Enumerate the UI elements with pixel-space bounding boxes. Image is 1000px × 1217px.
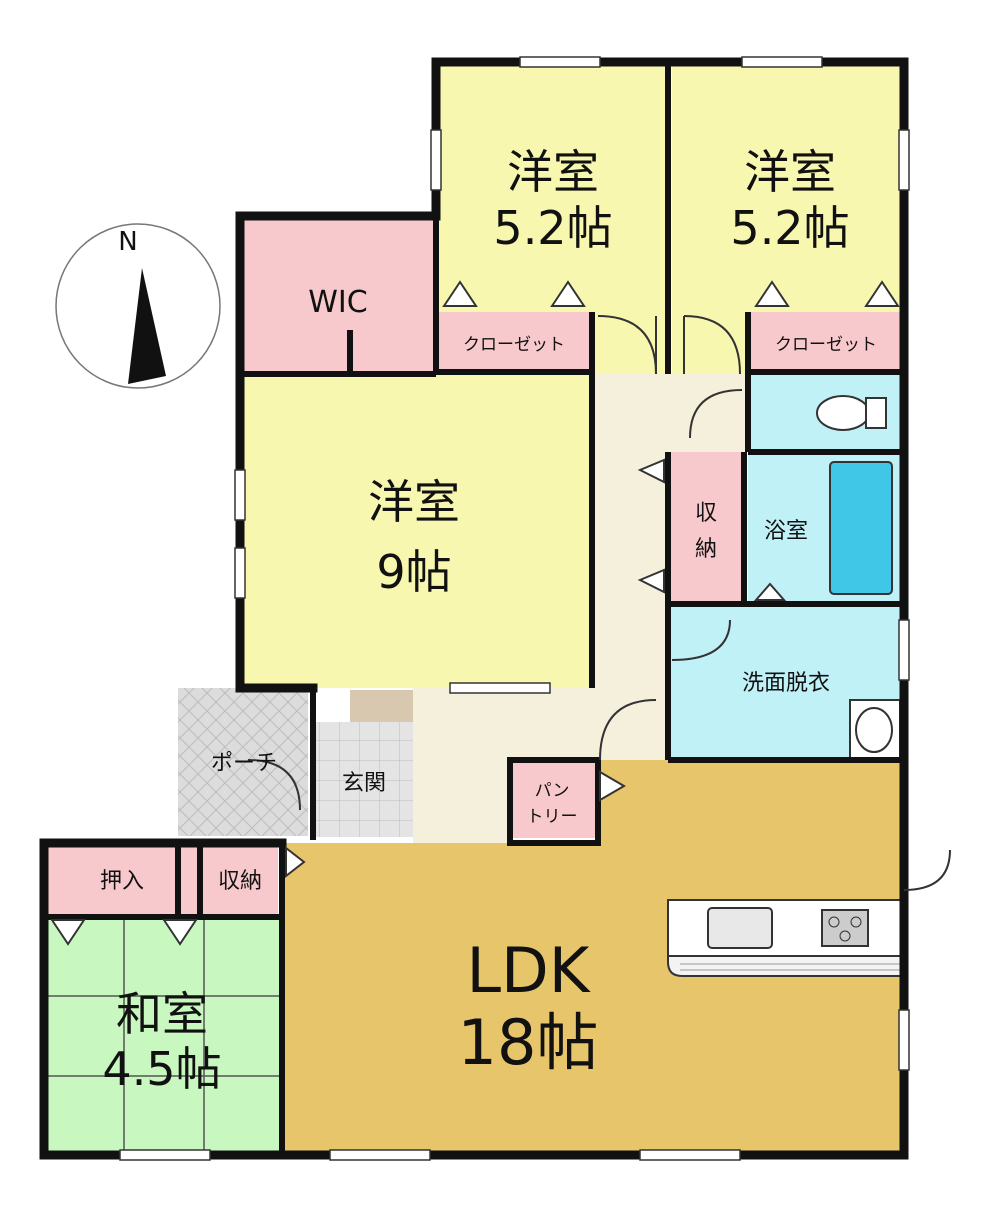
washitsu-size: 4.5帖 — [102, 1042, 221, 1096]
oshiire-fill — [44, 843, 200, 917]
shuno-hall-fill — [668, 452, 744, 604]
shuno-ldk-fill — [200, 843, 278, 917]
door-swings — [247, 315, 951, 891]
shuno-ldk-label: 収納 — [218, 869, 262, 894]
entrance-step — [350, 690, 414, 722]
oshiire-label: 押入 — [100, 869, 144, 894]
entrance-area — [313, 722, 413, 837]
hall-area — [413, 374, 745, 843]
washroom-label: 洗面脱衣 — [742, 671, 830, 696]
bath-label: 浴室 — [764, 519, 808, 544]
shuno-hall-label-1: 収 — [695, 501, 717, 526]
pantry-fill — [510, 760, 598, 838]
stove — [821, 909, 869, 947]
closet-a-label: クローゼット — [463, 335, 565, 355]
room-yoshitsu-a-name: 洋室 — [507, 145, 599, 199]
closet-b-label: クローゼット — [775, 335, 877, 355]
wic-fill — [240, 216, 434, 374]
room-yoshitsu-a-size: 5.2帖 — [493, 201, 612, 255]
porch-label: ポーチ — [211, 751, 277, 776]
toilet-fixture — [816, 395, 887, 431]
porch-area — [178, 688, 308, 836]
ldk-fill — [282, 760, 904, 1155]
compass: N — [55, 223, 221, 389]
bathtub — [829, 461, 893, 595]
north-arrow-icon — [128, 268, 166, 384]
ldk-name: LDK — [467, 934, 591, 1007]
room-yoshitsu-c-size: 9帖 — [376, 545, 451, 599]
washitsu-fill — [44, 917, 282, 1155]
compass-north-label: N — [118, 227, 137, 257]
tatami-lines — [44, 917, 282, 1155]
closet-a-fill — [436, 312, 592, 372]
closet-b-fill — [748, 312, 904, 372]
closet-door-marks — [50, 280, 900, 946]
sink-fixture — [849, 699, 901, 761]
kitchen-counter — [667, 899, 905, 977]
washitsu-name: 和室 — [116, 987, 208, 1041]
entrance-label: 玄関 — [342, 771, 386, 796]
windows — [119, 56, 910, 1161]
pantry-label-1: パン — [535, 781, 570, 801]
pantry-label-2: トリー — [527, 807, 578, 827]
shuno-hall-label-2: 納 — [695, 537, 717, 562]
room-yoshitsu-b-name: 洋室 — [744, 145, 836, 199]
ldk-size: 18帖 — [458, 1006, 599, 1079]
interior-walls — [44, 62, 904, 1155]
kitchen-sink — [707, 907, 773, 949]
room-yoshitsu-c-fill — [240, 374, 592, 688]
wic-label: WIC — [308, 285, 367, 320]
room-yoshitsu-c-name: 洋室 — [368, 475, 460, 529]
room-yoshitsu-b-size: 5.2帖 — [730, 201, 849, 255]
